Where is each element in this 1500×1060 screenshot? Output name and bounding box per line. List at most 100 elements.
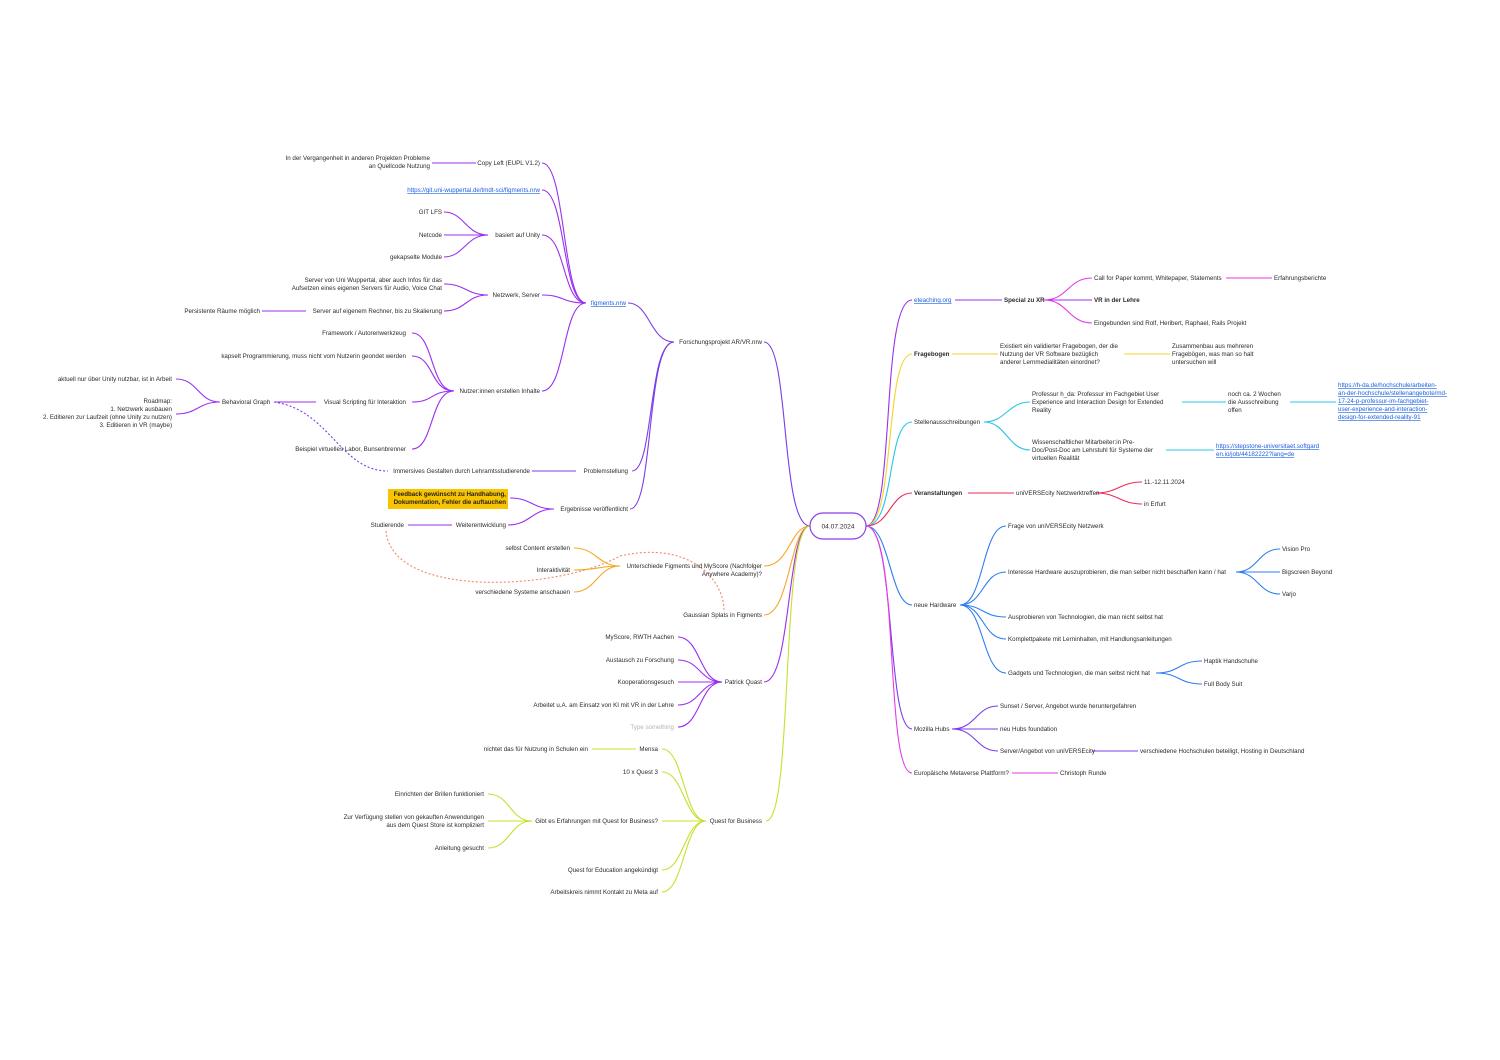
mozilla-hubs-node[interactable]: Mozilla Hubs — [914, 726, 949, 733]
quest3-node[interactable]: 10 x Quest 3 — [623, 769, 659, 776]
mozilla-server-note[interactable]: verschiedene Hochschulen beteiligt, Host… — [1140, 748, 1305, 755]
unterschiede-item[interactable]: selbst Content erstellen — [505, 545, 570, 552]
gadget-body-suit[interactable]: Full Body Suit — [1204, 681, 1242, 688]
professur-note-line[interactable]: die Ausschreibung — [1228, 399, 1279, 406]
metaverse-node[interactable]: Europäische Metaverse Plattform? — [914, 770, 1009, 777]
figments-link[interactable]: figments.nrw — [591, 300, 627, 307]
patrick-item[interactable]: Arbeitet u.A. am Einsatz von KI mit VR i… — [533, 702, 674, 709]
visual-scripting-node[interactable]: Visual Scripting für Interaktion — [324, 399, 407, 406]
hardware-item[interactable]: Interesse Hardware auszuprobieren, die m… — [1008, 569, 1226, 576]
roadmap-line[interactable]: 1. Netzwerk ausbauen — [110, 406, 172, 413]
patrick-quast-node[interactable]: Patrick Quast — [725, 679, 762, 686]
hardware-node[interactable]: neue Hardware — [914, 602, 957, 609]
arbeitskreis-node[interactable]: Arbeitskreis nimmt Kontakt zu Meta auf — [550, 889, 658, 896]
unity-node[interactable]: basiert auf Unity — [495, 232, 541, 239]
mozilla-item[interactable]: Server/Angebot von uniVERSEcity — [1000, 748, 1096, 755]
forschungsprojekt-node[interactable]: Forschungsprojekt AR/VR.nrw — [679, 339, 762, 346]
eteaching-item-eingebunden[interactable]: Eingebunden sind Rolf, Heribert, Raphael… — [1094, 320, 1247, 327]
roadmap-line[interactable]: 2. Editieren zur Laufzeit (ohne Unity zu… — [43, 414, 172, 421]
professur-link-line[interactable]: https://h-da.de/hochschule/arbeiten- — [1338, 382, 1437, 389]
immersives-gestalten-node[interactable]: Immersives Gestalten durch Lehramtsstudi… — [393, 468, 530, 475]
professur-line[interactable]: Experience and Interaction Design for Ex… — [1032, 399, 1164, 406]
unterschiede-item[interactable]: Interaktivität — [537, 567, 571, 574]
hardware-item[interactable]: Komplettpakete mit Lerninhalten, mit Han… — [1008, 636, 1172, 643]
nutzer-item[interactable]: Framework / Autorenwerkzeug — [322, 330, 406, 337]
netzwerk-item-line[interactable]: Aufsetzen eines eigenen Servers für Audi… — [292, 285, 443, 292]
fragebogen-question-line[interactable]: Nutzung der VR Software bezüglich — [1000, 351, 1099, 358]
erfahrungen-item-line[interactable]: Zur Verfügung stellen von gekauften Anwe… — [344, 814, 485, 821]
wimi-line[interactable]: Doc/Post-Doc am Lehrstuhl für Systeme de… — [1032, 447, 1153, 454]
unterschiede-line[interactable]: Unterschiede Figments und MyScore (Nachf… — [627, 563, 763, 570]
device-varjo[interactable]: Varjo — [1282, 591, 1297, 598]
erfahrungen-item-line[interactable]: aus dem Quest Store ist kompliziert — [386, 822, 484, 829]
eteaching-item-vr[interactable]: VR in der Lehre — [1094, 297, 1140, 304]
erfahrungen-item[interactable]: Einrichten der Brillen funktioniert — [395, 791, 484, 798]
mensa-note[interactable]: nichtet das für Nutzung in Schulen ein — [484, 746, 589, 753]
patrick-item[interactable]: MyScore, RWTH Aachen — [605, 634, 674, 641]
eteaching-item-call[interactable]: Call for Paper kommt, Whitepaper, Statem… — [1094, 275, 1222, 282]
professur-note-line[interactable]: noch ca. 2 Wochen — [1228, 391, 1281, 398]
unity-item[interactable]: Netcode — [419, 232, 443, 239]
ergebnisse-node[interactable]: Ergebnisse veröffentlicht — [560, 506, 628, 513]
fragebogen-answer-line[interactable]: untersuchen will — [1172, 359, 1216, 366]
fragebogen-node[interactable]: Fragebogen — [914, 351, 950, 358]
gadget-haptik[interactable]: Haptik Handschuhe — [1204, 658, 1259, 665]
persistente-raeume-node[interactable]: Persistente Räume möglich — [184, 308, 260, 315]
netzwerk-node[interactable]: Netzwerk, Server — [493, 292, 540, 299]
nutzer-item[interactable]: Beispiel virtuelles Labor, Bunsenbrenner — [295, 446, 406, 453]
patrick-item[interactable]: Kooperationsgesuch — [618, 679, 675, 686]
nutzer-inhalte-node[interactable]: Nutzer:innen erstellen Inhalte — [460, 388, 541, 395]
hardware-item[interactable]: Frage von uniVERSEcity Netzwerk — [1008, 523, 1105, 530]
eteaching-link[interactable]: eteaching.org — [914, 297, 952, 304]
copyleft-node[interactable]: Copy Left (EUPL V1.2) — [477, 160, 540, 167]
root-node[interactable]: 04.07.2024 — [809, 512, 867, 540]
type-something-placeholder[interactable]: Type something — [630, 724, 674, 731]
gaussian-splats-node[interactable]: Gaussian Splats in Figments — [683, 612, 762, 619]
device-bigscreen[interactable]: Bigscreen Beyond — [1282, 569, 1333, 576]
netzwerktreffen-node[interactable]: uniVERSEcity Netzwerktreffen — [1016, 490, 1100, 497]
feedback-line[interactable]: Dokumentation, Fehler die auftauchen — [394, 499, 507, 506]
event-location[interactable]: in Erfurt — [1144, 501, 1166, 508]
problemstellung-node[interactable]: Problemstellung — [584, 468, 629, 475]
erfahrungsberichte-node[interactable]: Erfahrungsberichte — [1274, 275, 1327, 282]
quest-education-node[interactable]: Quest for Education angekündigt — [568, 867, 658, 874]
quest-business-node[interactable]: Quest for Business — [710, 818, 762, 825]
professur-note-line[interactable]: offen — [1228, 407, 1242, 414]
unterschiede-line[interactable]: Anywhere Academy)? — [702, 571, 763, 578]
hardware-item[interactable]: Gadgets und Technologien, die man selbst… — [1008, 670, 1150, 677]
roadmap-line[interactable]: 3. Editieren in VR (maybe) — [99, 422, 172, 429]
copyleft-note-line[interactable]: an Quellcode Nutzung — [369, 163, 431, 170]
unity-item[interactable]: GIT LFS — [419, 209, 442, 216]
fragebogen-answer-line[interactable]: Fragebögen, was man so halt — [1172, 351, 1254, 358]
professur-link-line[interactable]: 17-24-p-professur-im-fachgebiet- — [1338, 398, 1428, 405]
gitlab-link[interactable]: https://git.uni-wuppertal.de/tmdt-sci/fi… — [407, 187, 540, 194]
unterschiede-item[interactable]: verschiedene Systeme anschauen — [475, 589, 570, 596]
wimi-link-line[interactable]: en.io/job/44182222?lang=de — [1216, 451, 1295, 458]
professur-link-line[interactable]: design-for-extended-reality-91 — [1338, 414, 1421, 421]
professur-link-line[interactable]: an-der-hochschule/stellenangebote/md- — [1338, 390, 1447, 397]
special-xr-node[interactable]: Special zu XR — [1004, 297, 1045, 304]
mozilla-item[interactable]: Sunset / Server, Angebot wurde herunterg… — [1000, 703, 1137, 710]
fragebogen-answer-line[interactable]: Zusammenbau aus mehreren — [1172, 343, 1254, 350]
mensa-node[interactable]: Mensa — [639, 746, 658, 753]
fragebogen-question-line[interactable]: anderer Lernmedialitäten einordnet? — [1000, 359, 1100, 366]
copyleft-note-line[interactable]: In der Vergangenheit in anderen Projekte… — [286, 155, 431, 162]
behavioral-item[interactable]: aktuell nur über Unity nutzbar, ist in A… — [58, 376, 172, 383]
patrick-item[interactable]: Austausch zu Forschung — [606, 657, 675, 664]
mozilla-item[interactable]: neu Hubs foundation — [1000, 726, 1058, 733]
nutzer-item[interactable]: kapselt Programmierung, muss nicht vom N… — [221, 353, 406, 360]
roadmap-line[interactable]: Roadmap: — [143, 398, 172, 405]
wimi-line[interactable]: virtuellen Realität — [1032, 455, 1080, 462]
professur-line[interactable]: Reality — [1032, 407, 1052, 414]
netzwerk-item-line[interactable]: Server auf eigenem Rechner, bis zu Skali… — [313, 308, 443, 315]
weiterentwicklung-node[interactable]: Weiterentwicklung — [456, 522, 507, 529]
professur-line[interactable]: Professur h_da: Professur im Fachgebiet … — [1032, 391, 1159, 398]
event-date[interactable]: 11.-12.11.2024 — [1144, 479, 1185, 486]
studierende-node[interactable]: Studierende — [371, 522, 405, 529]
veranstaltungen-node[interactable]: Veranstaltungen — [914, 490, 962, 497]
wimi-link-line[interactable]: https://stepstone-universitaet.softgard — [1216, 443, 1320, 450]
christoph-runde-node[interactable]: Christoph Runde — [1060, 770, 1107, 777]
stellen-node[interactable]: Stellenausschreibungen — [914, 419, 981, 426]
erfahrungen-node[interactable]: Gibt es Erfahrungen mit Quest for Busine… — [535, 818, 658, 825]
